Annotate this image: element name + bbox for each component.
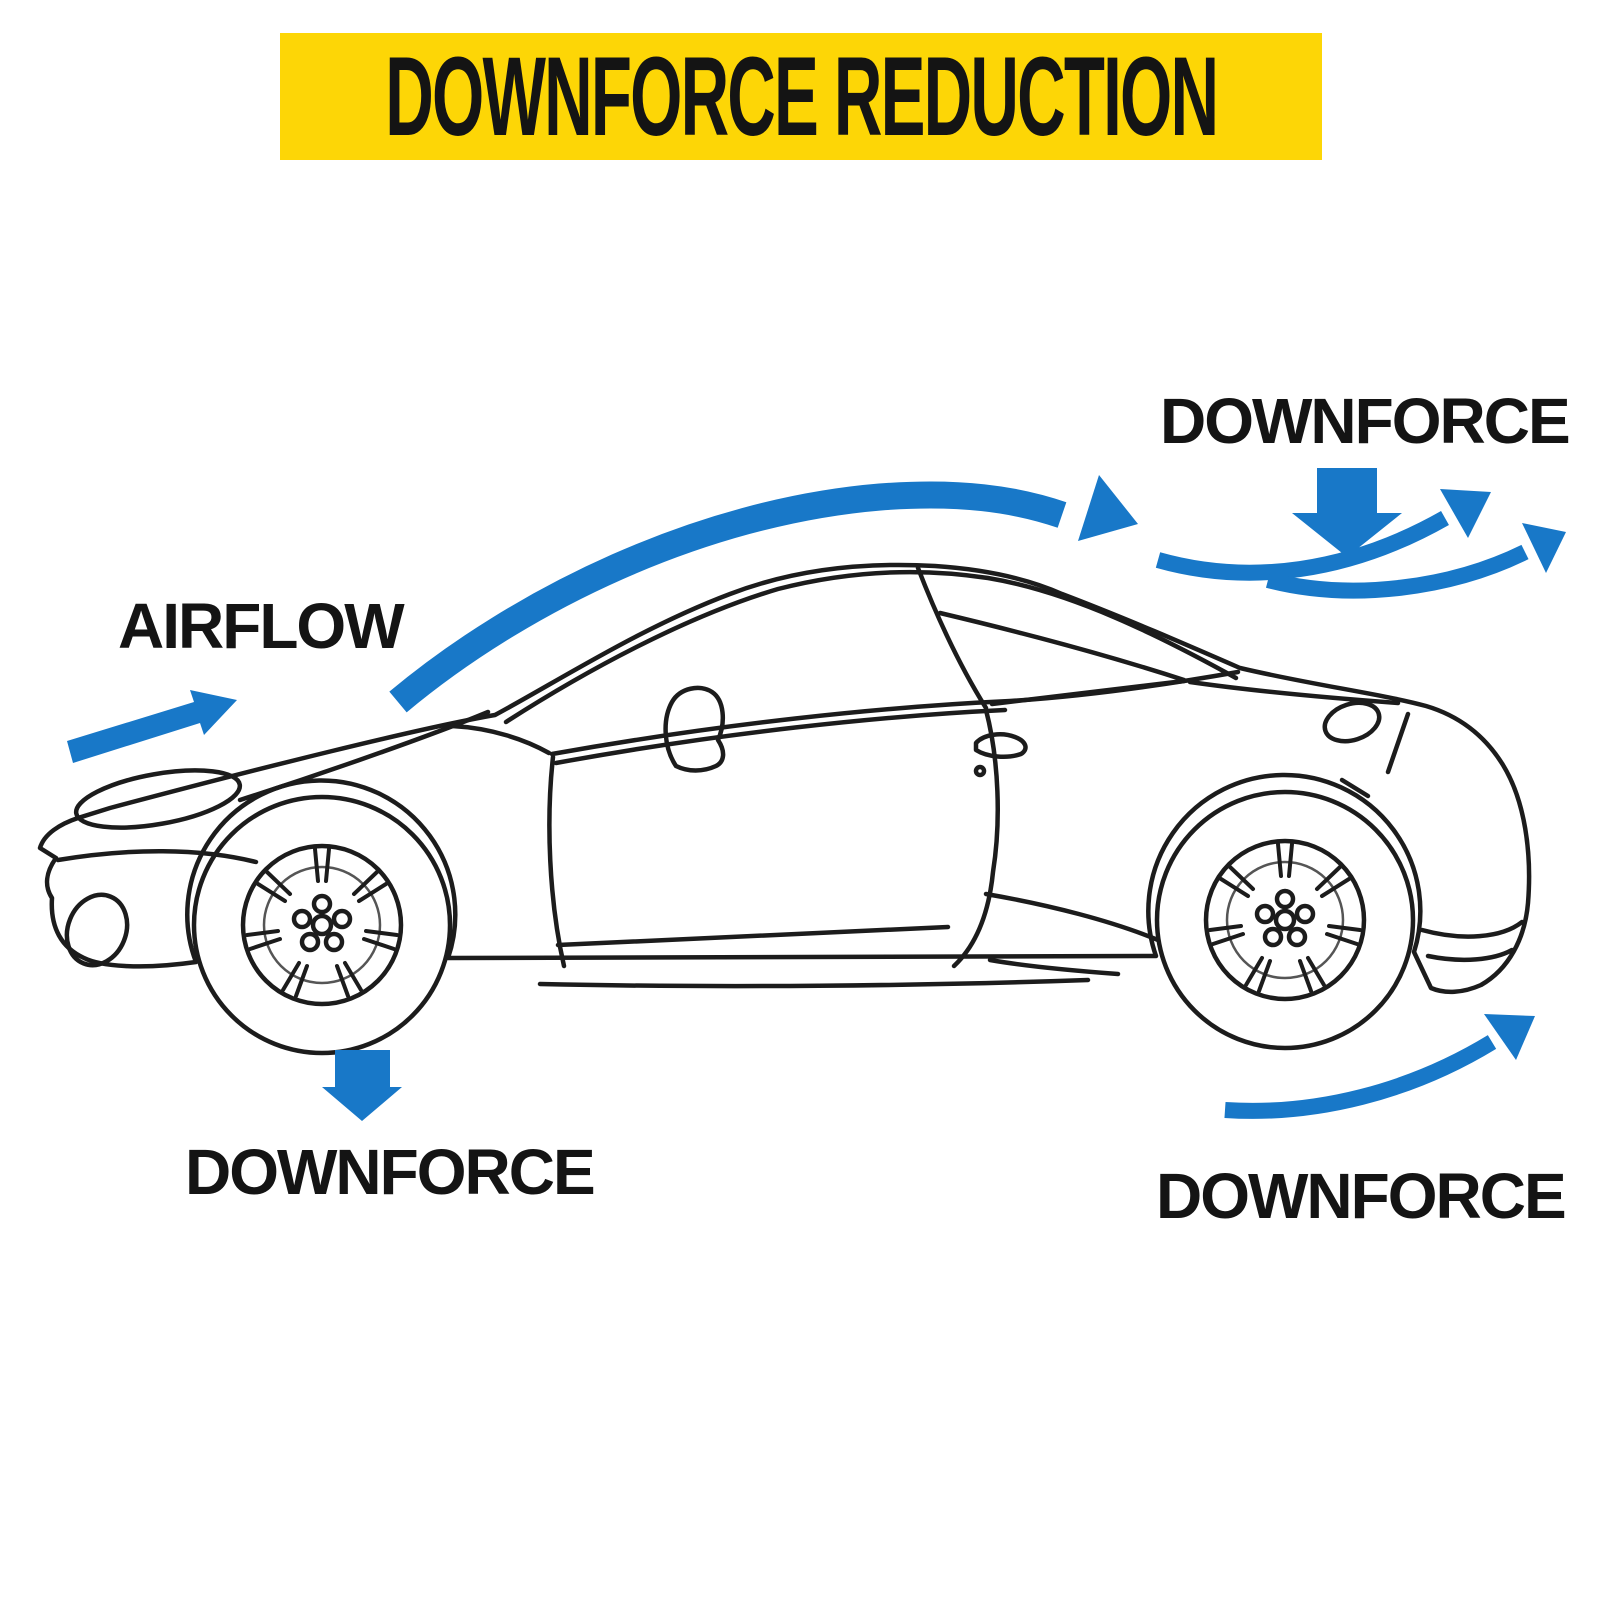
rear-wheel	[1157, 792, 1413, 1048]
wheel-hub	[291, 893, 353, 953]
label-downforce-bottom-right: DOWNFORCE	[1156, 1160, 1567, 1232]
headlight	[73, 768, 243, 830]
rear-quarter-crease-1	[983, 891, 1161, 943]
quarter-window-top	[937, 610, 1187, 683]
rear-underbody-swoosh-icon	[1224, 1035, 1497, 1119]
door-handle	[973, 732, 1028, 760]
label-downforce-bottom-left: DOWNFORCE	[185, 1136, 596, 1208]
b-pillar	[915, 565, 989, 711]
wheel-spokes	[245, 847, 399, 998]
fuel-door	[1322, 700, 1382, 744]
downforce-block-arrow-top-icon	[1292, 468, 1402, 557]
roof-airflow-arc-icon	[389, 481, 1067, 713]
rear-panel-line	[1339, 777, 1371, 799]
car-body-outline	[37, 562, 1532, 995]
beltline	[549, 669, 1241, 757]
side-mirror	[663, 685, 726, 773]
door-keyhole	[973, 764, 987, 778]
quarter-window-bottom	[989, 678, 1187, 707]
deck-line	[1187, 679, 1401, 706]
hood-crease-line	[237, 709, 491, 803]
rear-upwash-swoosh-1-icon	[1155, 511, 1449, 581]
rear-upwash-swoosh-2-icon	[1265, 544, 1529, 599]
airflow-arrows	[67, 468, 1566, 1121]
rear-upwash-swoosh-2-head-icon	[1522, 523, 1566, 573]
front-wheel	[191, 794, 453, 1056]
door-front-edge	[547, 754, 567, 969]
beltline-lower	[553, 707, 1008, 766]
downforce-block-arrow-front-icon	[322, 1050, 402, 1121]
page-title: DOWNFORCE REDUCTION	[385, 33, 1219, 159]
rear-underbody-swoosh-head-icon	[1484, 1014, 1535, 1060]
front-bumper-crease	[55, 848, 259, 865]
roof-inner-line	[503, 569, 1239, 725]
car-line-drawing	[37, 562, 1532, 1056]
rear-bumper-crease-2	[1425, 947, 1515, 963]
fog-light	[64, 892, 130, 968]
rear-upwash-swoosh-1-head-icon	[1440, 489, 1491, 538]
roof-airflow-arc-head-icon	[1078, 475, 1138, 541]
airflow-arrow-icon	[67, 690, 237, 763]
tire	[191, 794, 453, 1056]
brake-rotor	[262, 865, 382, 985]
taillight-edge	[1385, 711, 1411, 775]
rim	[240, 843, 404, 1007]
side-skirt-line	[555, 924, 951, 948]
rear-quarter-crease-2	[987, 957, 1121, 977]
title-banner: DOWNFORCE REDUCTION	[280, 33, 1322, 160]
rear-bumper-crease-1	[1419, 919, 1525, 939]
underbody-line	[537, 977, 1091, 989]
cowl-line	[449, 723, 552, 756]
label-downforce-top-right: DOWNFORCE	[1160, 385, 1571, 457]
label-airflow: AIRFLOW	[118, 590, 405, 662]
